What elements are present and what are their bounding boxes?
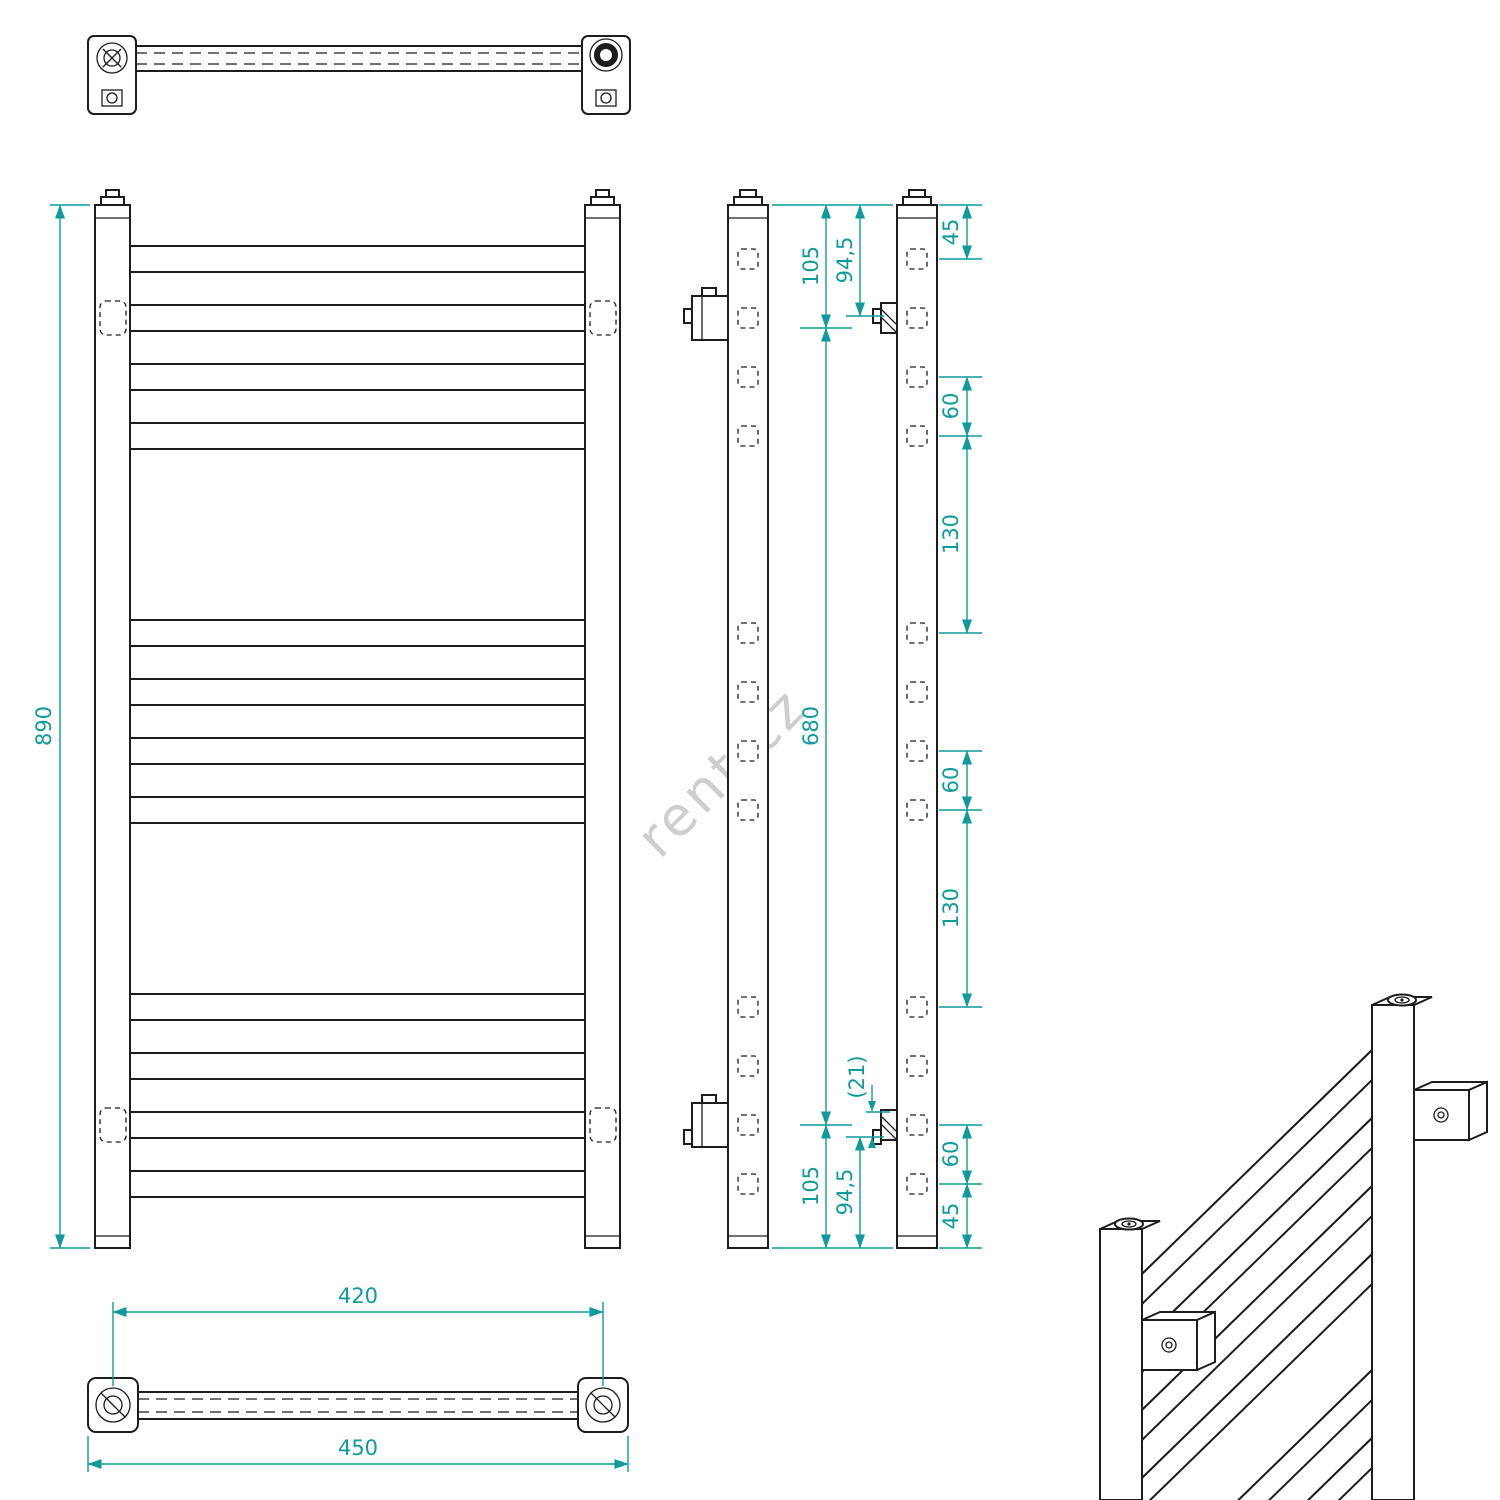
front-rungs (129, 245, 586, 1198)
dim-890-label: 890 (32, 706, 56, 746)
dim-94-5-bottom-label: 94,5 (833, 1169, 857, 1216)
wall-bracket-bottom (683, 1094, 729, 1148)
front-view (94, 189, 621, 1249)
bottom-view-right-fitting (577, 1377, 629, 1433)
dim-45-bottom-label: 45 (939, 1203, 963, 1230)
watermark-text: rent.cz (624, 674, 819, 869)
dim-420-label: 420 (338, 1284, 378, 1308)
perspective-rungs (1141, 1041, 1391, 1500)
side-view-left (683, 189, 769, 1249)
dimensions-right: 45 60 130 60 130 60 45 (939, 204, 982, 1249)
dim-130-upper-label: 130 (939, 514, 963, 554)
front-left-rail (94, 189, 131, 1249)
side-view-right (872, 189, 938, 1249)
perspective-bracket-left (1141, 1310, 1216, 1372)
dimensions-middle: 105 680 105 94,5 94,5 (21) (772, 204, 893, 1249)
dim-60-upper-label: 60 (939, 393, 963, 420)
bracket-bolt-icon (1433, 1107, 1449, 1123)
front-right-rail (584, 189, 621, 1249)
bracket-stub-bottom (872, 1109, 898, 1145)
top-view-left-fitting (87, 35, 137, 115)
dim-94-5-top-label: 94,5 (833, 237, 857, 284)
dim-105-bottom-label: 105 (799, 1166, 823, 1206)
bracket-stub-top (872, 302, 898, 334)
bottom-view (87, 1377, 629, 1433)
top-view-right-fitting (581, 35, 631, 115)
dim-105-top-label: 105 (799, 246, 823, 286)
perspective-bracket-right (1413, 1080, 1488, 1142)
wall-bracket-top (683, 287, 729, 341)
bracket-bolt-icon (1161, 1337, 1177, 1353)
dim-60-lower-label: 60 (939, 1141, 963, 1168)
perspective-right-rail (1371, 993, 1433, 1500)
dim-680-label: 680 (799, 706, 823, 746)
dimension-bottom-widths: 420 450 (87, 1284, 629, 1472)
dim-60-mid-label: 60 (939, 767, 963, 794)
right-rail-cap (590, 196, 615, 206)
dim-45-top-label: 45 (939, 219, 963, 246)
dim-450-label: 450 (338, 1436, 378, 1460)
dimension-front-height: 890 (32, 204, 90, 1249)
bottom-view-left-fitting (87, 1377, 139, 1433)
left-rail-cap (100, 196, 125, 206)
top-view (87, 35, 631, 115)
dim-21-label: (21) (845, 1055, 869, 1098)
perspective-view (1099, 993, 1488, 1500)
dim-130-mid-label: 130 (939, 888, 963, 928)
perspective-left-rail (1099, 1217, 1161, 1500)
